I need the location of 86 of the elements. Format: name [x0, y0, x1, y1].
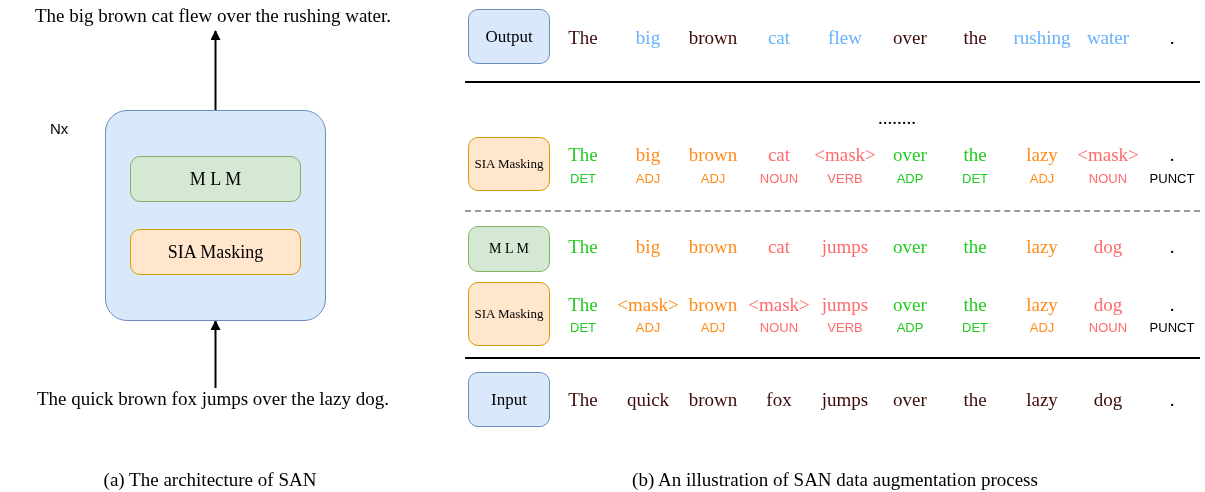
word-token: the: [963, 236, 987, 258]
word-token: water: [1086, 27, 1130, 49]
repeat-count-label: Nx: [50, 120, 69, 137]
word-token: cat: [767, 236, 791, 258]
word-token: cat: [767, 27, 791, 49]
word-token: lazy: [1026, 389, 1058, 411]
word-token: over: [893, 236, 927, 258]
word-token: <mask>: [814, 144, 876, 166]
word-token: brown: [688, 236, 738, 258]
row-header-box: Output: [468, 9, 550, 64]
pos-tag: ADJ: [1029, 320, 1055, 336]
word-token: brown: [688, 144, 738, 166]
model-block: [105, 110, 326, 321]
pos-tag: ADP: [896, 320, 924, 336]
word-token: big: [635, 27, 661, 49]
word-token: rushing: [1013, 27, 1071, 49]
word-token: big: [635, 236, 661, 258]
word-token: dog: [1093, 389, 1123, 411]
word-token: The: [568, 389, 598, 411]
pos-tag: DET: [962, 320, 988, 336]
word-token: lazy: [1026, 144, 1058, 166]
word-token: big: [635, 144, 661, 166]
word-token: The: [568, 27, 598, 49]
pos-tag: VERB: [827, 320, 863, 336]
word-token: dog: [1093, 236, 1123, 258]
word-token: brown: [688, 27, 738, 49]
pos-tag: ADJ: [635, 320, 661, 336]
pos-tag: PUNCT: [1149, 320, 1195, 336]
sentence-text: The big brown cat flew over the rushing water.: [5, 5, 421, 31]
word-token: over: [893, 27, 927, 49]
word-token: fox: [766, 389, 792, 411]
word-token: jumps: [821, 294, 869, 316]
word-token: the: [963, 294, 987, 316]
arrow: [210, 30, 221, 111]
pos-tag: ADJ: [700, 171, 726, 187]
word-token: <mask>: [617, 294, 679, 316]
word-token: the: [963, 144, 987, 166]
ellipsis: ........: [878, 107, 916, 129]
row-header-box: Input: [468, 372, 550, 427]
pos-tag: DET: [570, 320, 596, 336]
pos-tag: DET: [962, 171, 988, 187]
word-token: over: [893, 389, 927, 411]
process-box: SIA Masking: [130, 229, 301, 275]
pos-tag: NOUN: [1088, 320, 1128, 336]
word-token: The: [568, 294, 598, 316]
word-token: lazy: [1026, 294, 1058, 316]
word-token: The: [568, 236, 598, 258]
figure-caption: (b) An illustration of SAN data augmentation process: [632, 469, 1038, 491]
word-token: the: [963, 27, 987, 49]
pos-tag: VERB: [827, 171, 863, 187]
word-token: quick: [626, 389, 670, 411]
arrow: [210, 320, 221, 389]
pos-tag: NOUN: [759, 171, 799, 187]
word-token: .: [1169, 144, 1175, 166]
word-token: the: [963, 389, 987, 411]
word-token: .: [1169, 236, 1175, 258]
pos-tag: ADJ: [1029, 171, 1055, 187]
pos-tag: NOUN: [1088, 171, 1128, 187]
word-token: The: [568, 144, 598, 166]
pos-tag: NOUN: [759, 320, 799, 336]
word-token: brown: [688, 294, 738, 316]
pos-tag: ADJ: [635, 171, 661, 187]
word-token: <mask>: [1077, 144, 1139, 166]
word-token: over: [893, 144, 927, 166]
word-token: flew: [828, 27, 862, 49]
word-token: lazy: [1026, 236, 1058, 258]
word-token: .: [1169, 27, 1175, 49]
pos-tag: ADP: [896, 171, 924, 187]
row-header-box: M L M: [468, 226, 550, 272]
word-token: .: [1169, 294, 1175, 316]
word-token: .: [1169, 389, 1175, 411]
process-box: M L M: [130, 156, 301, 202]
figure-caption: (a) The architecture of SAN: [103, 469, 317, 491]
word-token: cat: [767, 144, 791, 166]
word-token: jumps: [821, 389, 869, 411]
row-header-box: SIA Masking: [468, 137, 550, 191]
pos-tag: DET: [570, 171, 596, 187]
word-token: brown: [688, 389, 738, 411]
word-token: over: [893, 294, 927, 316]
pos-tag: PUNCT: [1149, 171, 1195, 187]
word-token: <mask>: [748, 294, 810, 316]
word-token: jumps: [821, 236, 869, 258]
row-header-box: SIA Masking: [468, 282, 550, 346]
pos-tag: ADJ: [700, 320, 726, 336]
word-token: dog: [1093, 294, 1123, 316]
sentence-text: The quick brown fox jumps over the lazy dog.: [5, 388, 421, 414]
